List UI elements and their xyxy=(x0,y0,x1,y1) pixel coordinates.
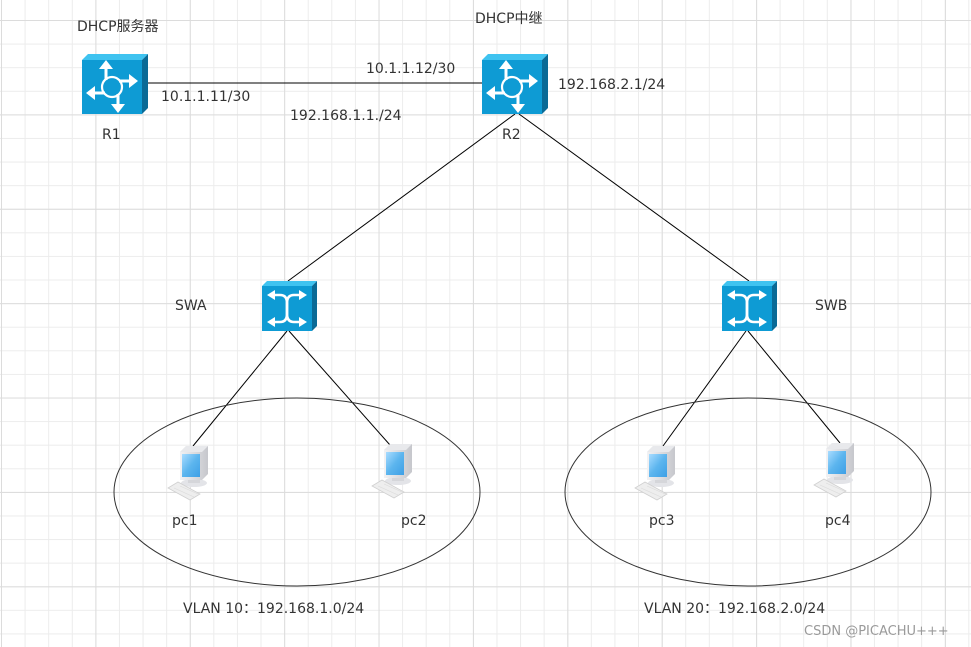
vlan20-boundary xyxy=(564,397,932,587)
watermark: CSDN @PICACHU+++ xyxy=(804,624,949,639)
router-icon[interactable] xyxy=(480,52,550,116)
link-swb-pc4 xyxy=(747,330,841,444)
link-r2-swb xyxy=(518,113,750,282)
pc-icon[interactable] xyxy=(634,445,676,501)
r1-link-ip-label: 10.1.1.11/30 xyxy=(161,89,251,105)
vlan10-label: VLAN 10：192.168.1.0/24 xyxy=(183,601,365,617)
link-r2-swa xyxy=(287,113,516,282)
vlan10-boundary xyxy=(113,397,481,587)
switch-icon[interactable] xyxy=(260,279,319,333)
r2-vlan20-ip-label: 192.168.2.1/24 xyxy=(558,77,666,93)
r2-vlan10-ip-label: 192.168.1.1./24 xyxy=(290,108,402,124)
pc-icon[interactable] xyxy=(167,445,209,501)
pc4-name-label: pc4 xyxy=(825,513,851,529)
swa-name-label: SWA xyxy=(175,298,207,314)
vlan20-label: VLAN 20：192.168.2.0/24 xyxy=(644,601,826,617)
pc1-name-label: pc1 xyxy=(172,513,198,529)
r1-name-label: R1 xyxy=(102,127,121,143)
r2-link-ip-label: 10.1.1.12/30 xyxy=(366,61,456,77)
pc3-name-label: pc3 xyxy=(649,513,675,529)
r1-role-label: DHCP服务器 xyxy=(77,19,159,35)
pc2-name-label: pc2 xyxy=(401,513,427,529)
router-icon[interactable] xyxy=(80,52,150,116)
pc-icon[interactable] xyxy=(813,442,855,498)
link-swa-pc2 xyxy=(288,330,391,446)
switch-icon[interactable] xyxy=(720,279,779,333)
link-swb-pc3 xyxy=(662,330,747,447)
r2-name-label: R2 xyxy=(502,127,521,143)
pc-icon[interactable] xyxy=(371,443,413,499)
swb-name-label: SWB xyxy=(815,298,848,314)
r2-role-label: DHCP中继 xyxy=(475,11,543,27)
link-swa-pc1 xyxy=(192,330,288,447)
